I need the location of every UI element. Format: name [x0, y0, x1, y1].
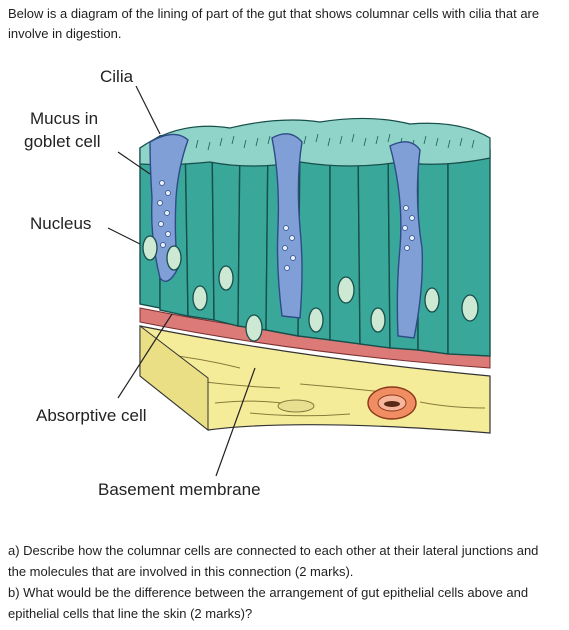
label-mucus-line2: goblet cell — [24, 132, 101, 151]
label-absorptive-cell: Absorptive cell — [36, 406, 147, 425]
nuclei — [142, 235, 479, 342]
question-a: a) Describe how the columnar cells are c… — [8, 543, 539, 579]
leader-lines — [107, 85, 256, 477]
label-cilia: Cilia — [100, 67, 134, 86]
label-nucleus: Nucleus — [30, 214, 91, 233]
label-mucus-line1: Mucus in — [30, 109, 98, 128]
label-basement-membrane: Basement membrane — [98, 480, 261, 499]
questions-block: a) Describe how the columnar cells are c… — [8, 540, 560, 624]
intro-text: Below is a diagram of the lining of part… — [8, 6, 540, 41]
mucus-granules — [157, 180, 415, 271]
cilia-surface — [139, 117, 491, 167]
blood-vessel — [367, 386, 417, 420]
gut-lining-diagram: Cilia Mucus in goblet cell Nucleus Absor… — [24, 67, 491, 499]
fibroblast-nucleus — [277, 399, 315, 413]
question-b: b) What would be the difference between … — [8, 585, 529, 621]
